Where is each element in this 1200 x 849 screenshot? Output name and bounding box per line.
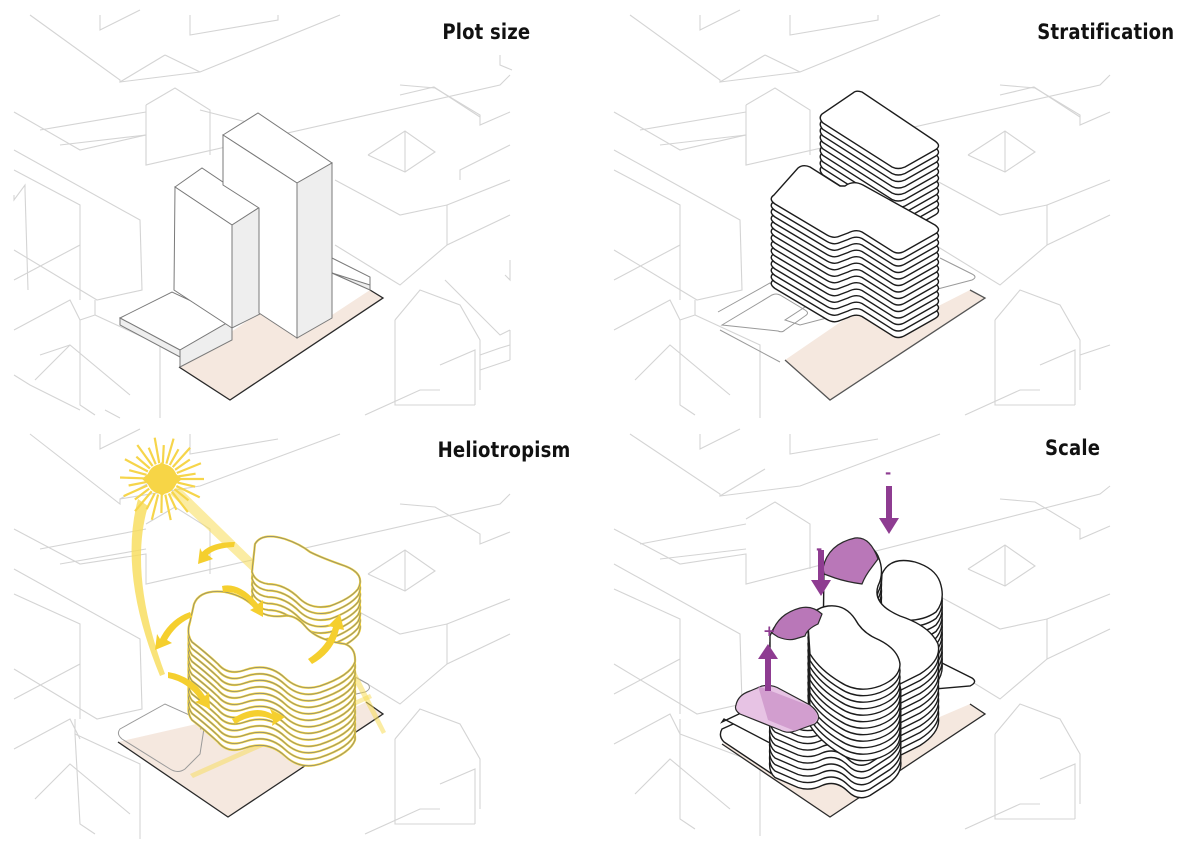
scale-drawing bbox=[613, 428, 1111, 836]
panel-stratification: Stratification bbox=[600, 0, 1200, 425]
purple-roof-highlights bbox=[734, 537, 879, 733]
curved-yellow-arrows bbox=[155, 542, 344, 726]
tall-tower bbox=[222, 112, 333, 339]
panel-title: Heliotropism bbox=[437, 438, 570, 462]
heliotropism-drawing bbox=[13, 428, 511, 839]
panel-title: Scale bbox=[1044, 436, 1100, 460]
stratification-drawing bbox=[613, 9, 1111, 418]
plus-sign-podium: + bbox=[763, 622, 776, 640]
minus-sign-upper: - bbox=[885, 464, 892, 482]
urban-context-lines bbox=[13, 9, 513, 419]
panel-title: Plot size bbox=[441, 20, 530, 44]
panel-plot-size: Plot size bbox=[0, 0, 600, 425]
panel-title: Stratification bbox=[1037, 20, 1174, 44]
scale-slab-stack bbox=[768, 541, 943, 799]
urban-context-lines bbox=[613, 9, 1111, 418]
panel-scale: Scale - - + bbox=[600, 424, 1200, 849]
short-tower bbox=[173, 167, 261, 329]
sun-icon bbox=[119, 437, 204, 521]
undulating-yellow-slabs bbox=[187, 535, 362, 767]
podium-outline bbox=[717, 257, 976, 363]
panel-heliotropism: Heliotropism bbox=[0, 424, 600, 849]
arrow-down-shaft-upper bbox=[886, 486, 892, 518]
arrow-up-shaft-podium bbox=[765, 659, 771, 691]
minus-sign-middle: - bbox=[816, 540, 823, 558]
urban-context-lines bbox=[13, 428, 511, 839]
arrow-down-head-upper bbox=[879, 518, 899, 534]
arrow-down-head-middle bbox=[811, 580, 831, 596]
arrow-down-shaft-middle bbox=[818, 550, 824, 580]
podium-block bbox=[118, 257, 371, 368]
stacked-floor-slabs bbox=[770, 90, 940, 339]
scale-arrows bbox=[758, 486, 899, 691]
plot-size-drawing bbox=[13, 9, 513, 419]
arrow-up-head-podium bbox=[758, 644, 778, 659]
